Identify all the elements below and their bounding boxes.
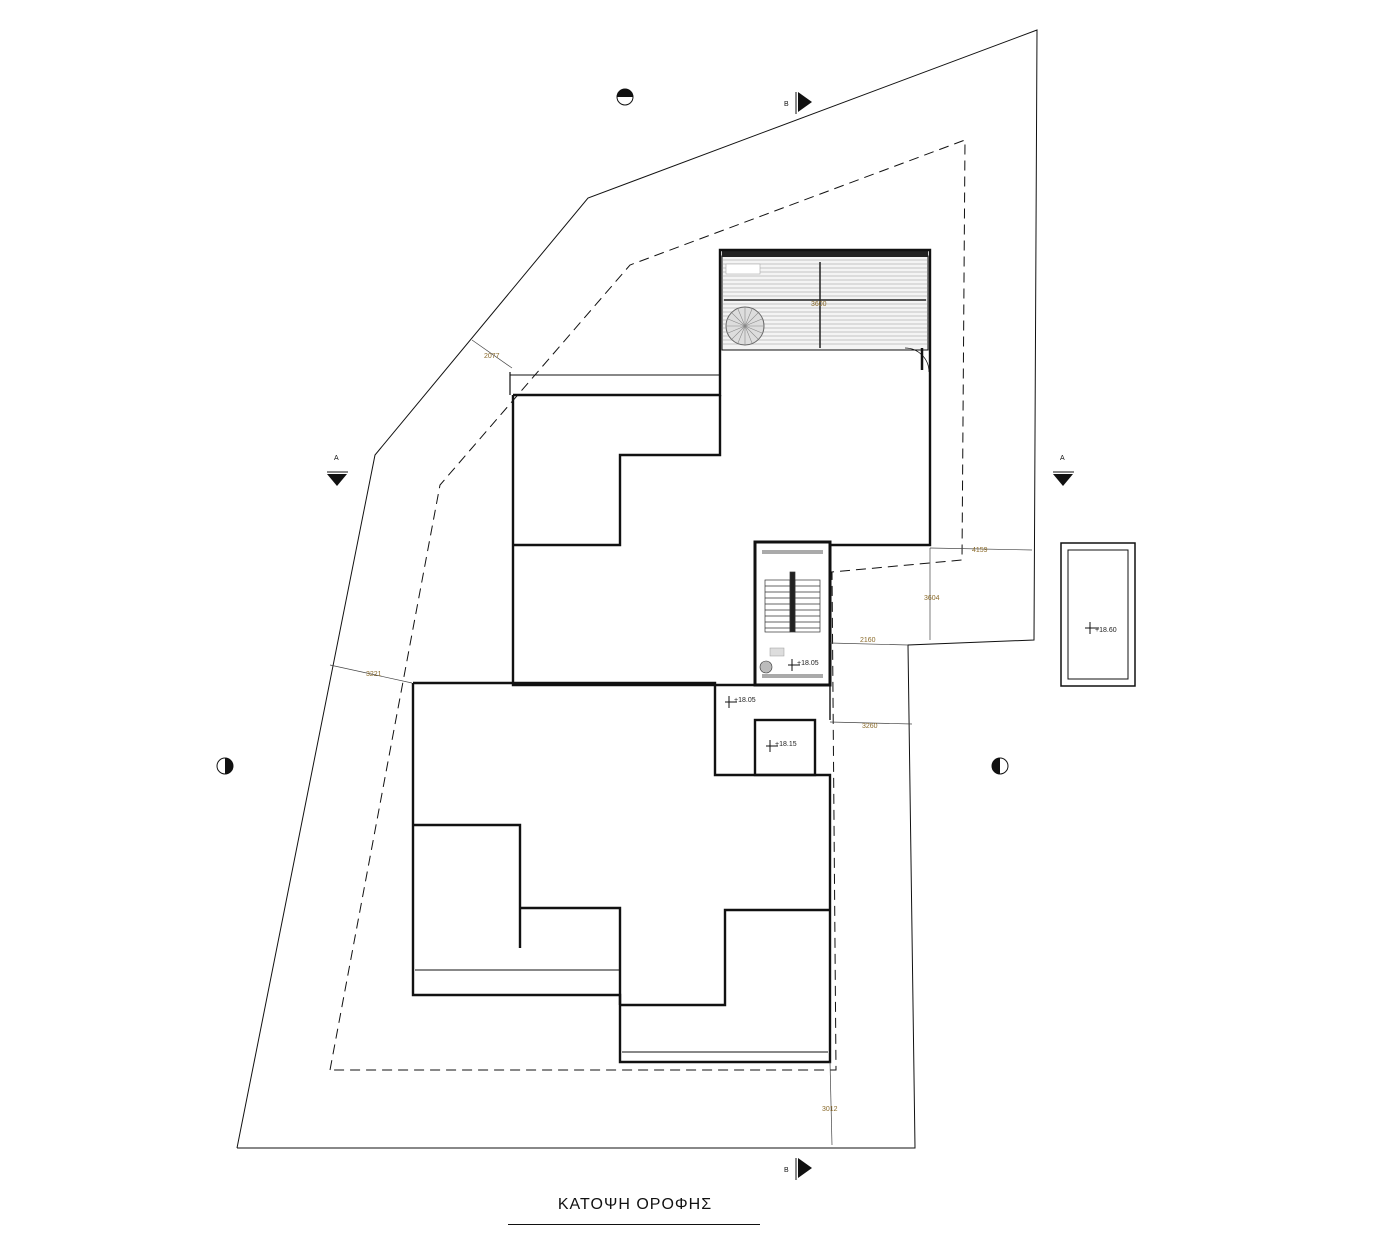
dimension-label: 3221 [366, 671, 382, 678]
title-underline [508, 1224, 760, 1225]
elevation-marker-icon [216, 757, 234, 775]
level-marker: +18.05 [788, 659, 819, 671]
svg-text:A: A [1060, 455, 1065, 462]
dimension-label: 3600 [811, 301, 827, 308]
roof-terrace [721, 251, 929, 351]
elevation-marker-icon [616, 88, 634, 106]
plot-boundary [236, 29, 1038, 1149]
dimension-label: 2077 [484, 353, 500, 360]
section-marker-a-left: A [327, 455, 348, 486]
dimension-label: 3012 [822, 1106, 838, 1113]
spiral-stair-icon [725, 306, 765, 346]
svg-text:B: B [784, 101, 789, 108]
setback-line [329, 139, 966, 1071]
drawing-title: ΚΑΤΟΨΗ ΟΡΟΦΗΣ [557, 1196, 713, 1213]
section-marker-b-top: B [784, 92, 812, 114]
svg-text:+18.60: +18.60 [1095, 627, 1117, 634]
section-marker-a-right: A [1053, 455, 1074, 486]
elevation-marker-icon [991, 757, 1009, 775]
dimension-label: 4159 [972, 547, 988, 554]
level-marker: +18.05 [725, 696, 756, 708]
svg-text:+18.05: +18.05 [734, 697, 756, 704]
svg-text:A: A [334, 455, 339, 462]
svg-text:+18.15: +18.15 [775, 741, 797, 748]
dimension-label: 3260 [862, 723, 878, 730]
svg-text:B: B [784, 1167, 789, 1174]
dimension-label: 3604 [924, 595, 940, 602]
level-marker: +18.60 [1085, 622, 1117, 634]
svg-text:+18.05: +18.05 [797, 660, 819, 667]
dimension-label: 2160 [860, 637, 876, 644]
level-marker: +18.15 [766, 740, 797, 752]
building-outline [411, 248, 932, 1064]
section-marker-b-bottom: B [784, 1158, 812, 1180]
dimension-lines [329, 339, 1033, 1146]
pool [1060, 542, 1136, 687]
